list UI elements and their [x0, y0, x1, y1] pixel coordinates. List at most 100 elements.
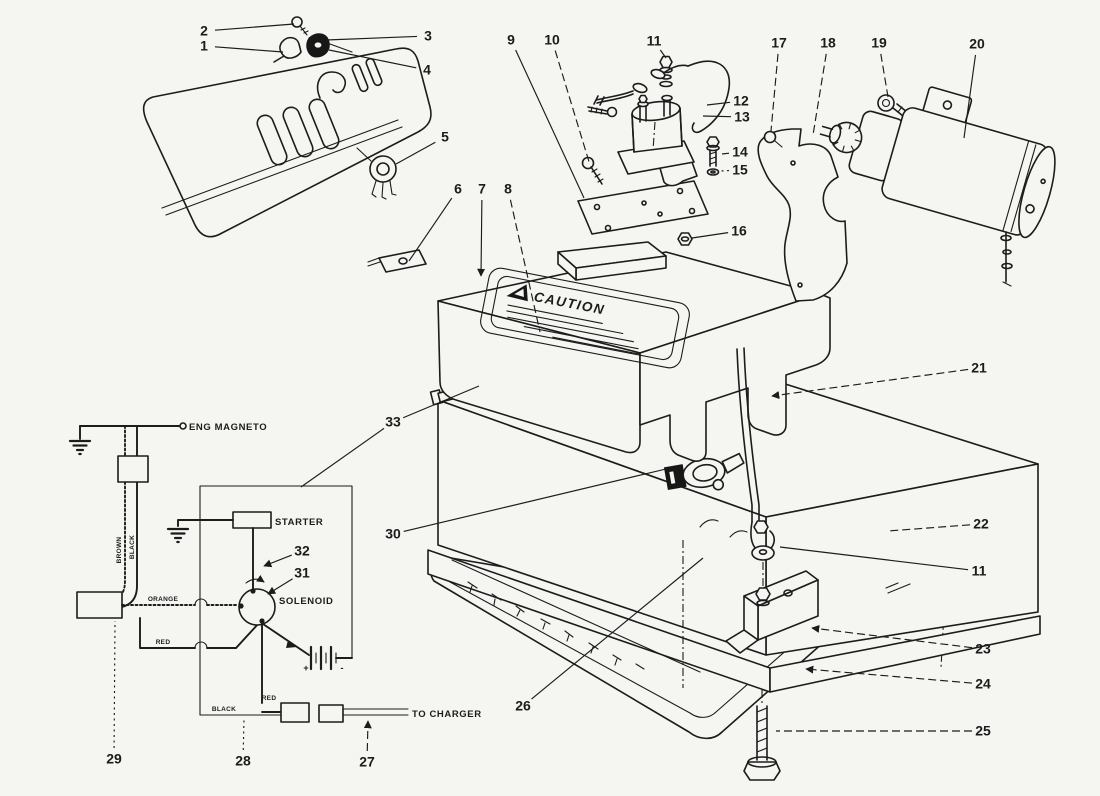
strap-washer: [751, 545, 775, 561]
clip-screw: [291, 16, 303, 28]
wire-color-label: BLACK: [212, 706, 236, 713]
hold-down-strap: [736, 347, 775, 586]
callout-leader: [531, 557, 704, 700]
wiring-plug: [356, 147, 397, 200]
callout-leader: [887, 524, 971, 532]
callout-30: 30: [385, 526, 401, 542]
callout-14: 14: [732, 144, 748, 160]
callout-leader: [363, 720, 372, 752]
callout-1: 1: [200, 38, 208, 54]
battery-minus-sign: -: [341, 663, 344, 673]
callout-leader: [779, 546, 969, 571]
callout-13: 13: [734, 109, 750, 125]
callout-23: 23: [975, 641, 991, 657]
callout-4: 4: [423, 62, 431, 78]
positive-battery-clamp: [663, 452, 745, 491]
starter-group: [757, 86, 1056, 302]
through-bolt: [1000, 231, 1013, 287]
ground-symbol-2: [166, 527, 190, 544]
callout-22: 22: [973, 516, 989, 532]
callout-17: 17: [771, 35, 787, 51]
callout-29: 29: [106, 751, 122, 767]
callout-leader: [805, 665, 973, 684]
terminal-circle: [179, 422, 187, 430]
solenoid-mount-plate: [577, 180, 709, 235]
callout-5: 5: [441, 129, 449, 145]
mount-bolt: [581, 156, 604, 185]
wiring-schematic: + - ENG MAGNETO STARTER SOLENOID TO CHAR…: [68, 422, 481, 723]
callout-20: 20: [969, 36, 985, 52]
ground-symbol: [68, 425, 92, 456]
callout-11: 11: [647, 33, 662, 49]
wire-color-label: ORANGE: [148, 596, 179, 603]
mount-panel-group: [142, 16, 432, 273]
callout-leader: [214, 46, 284, 53]
charger-plug-2: [318, 704, 344, 723]
wire-color-label: RED: [262, 695, 277, 702]
starter-bracket: [757, 128, 848, 302]
callout-3: 3: [424, 28, 432, 44]
callout-19: 19: [871, 35, 887, 51]
starter-motor: [819, 86, 1056, 239]
callout-leader: [812, 53, 827, 136]
mount-panel: [142, 47, 432, 238]
callout-10: 10: [544, 32, 560, 48]
terminal-tab: [367, 249, 427, 273]
battery-front-face: [437, 399, 767, 656]
callout-18: 18: [820, 35, 836, 51]
callout-leader: [408, 197, 453, 262]
callout-21: 21: [971, 360, 987, 376]
battery-cover: CAUTION: [437, 241, 831, 462]
callout-leader: [515, 49, 585, 199]
washer: [706, 168, 720, 176]
panel-clip-parts: [273, 16, 353, 63]
solenoid-assembly: [577, 55, 731, 246]
harness-outline: [199, 485, 353, 716]
callout-leader: [214, 23, 295, 31]
bracket-bolt: [763, 130, 783, 148]
callout-12: 12: [733, 93, 749, 109]
starter-label: STARTER: [275, 517, 323, 528]
callout-leader: [113, 620, 116, 749]
callout-25: 25: [975, 723, 991, 739]
callout-leader: [880, 53, 889, 98]
plate-nut: [677, 232, 693, 246]
terminal-nut: [659, 55, 673, 69]
callout-27: 27: [359, 754, 375, 770]
callout-leader: [706, 101, 731, 106]
callout-26: 26: [515, 698, 531, 714]
callout-leader: [770, 53, 779, 132]
callout-leader: [242, 718, 245, 751]
callout-leader: [771, 368, 969, 400]
starter-box: [232, 511, 272, 529]
callout-leader: [477, 199, 486, 277]
callout-24: 24: [975, 676, 991, 692]
callout-7: 7: [478, 181, 486, 197]
callout-9: 9: [507, 32, 515, 48]
battery-symbol: + -: [303, 645, 353, 673]
inline-fuse: [117, 455, 149, 483]
wire-color-label: BLACK: [129, 535, 136, 559]
callout-leader: [963, 54, 977, 139]
wire-color-label: RED: [156, 639, 171, 646]
solenoid-bolt: [706, 136, 720, 167]
hold-down-bracket-group: [725, 570, 911, 781]
eng-magneto-label: ENG MAGNETO: [189, 422, 267, 433]
callout-leader: [328, 49, 417, 69]
callout-2: 2: [200, 23, 208, 39]
callout-11: 11: [972, 563, 987, 579]
callout-leader: [509, 199, 541, 333]
solenoid-label: SOLENOID: [279, 596, 333, 607]
callout-16: 16: [731, 223, 747, 239]
callout-leader: [659, 49, 667, 59]
callout-leader: [402, 385, 480, 419]
callout-31: 31: [294, 565, 310, 581]
callout-leader: [811, 624, 973, 649]
callout-33: 33: [385, 414, 401, 430]
connector-block: [76, 591, 123, 619]
callout-leader: [267, 578, 293, 595]
